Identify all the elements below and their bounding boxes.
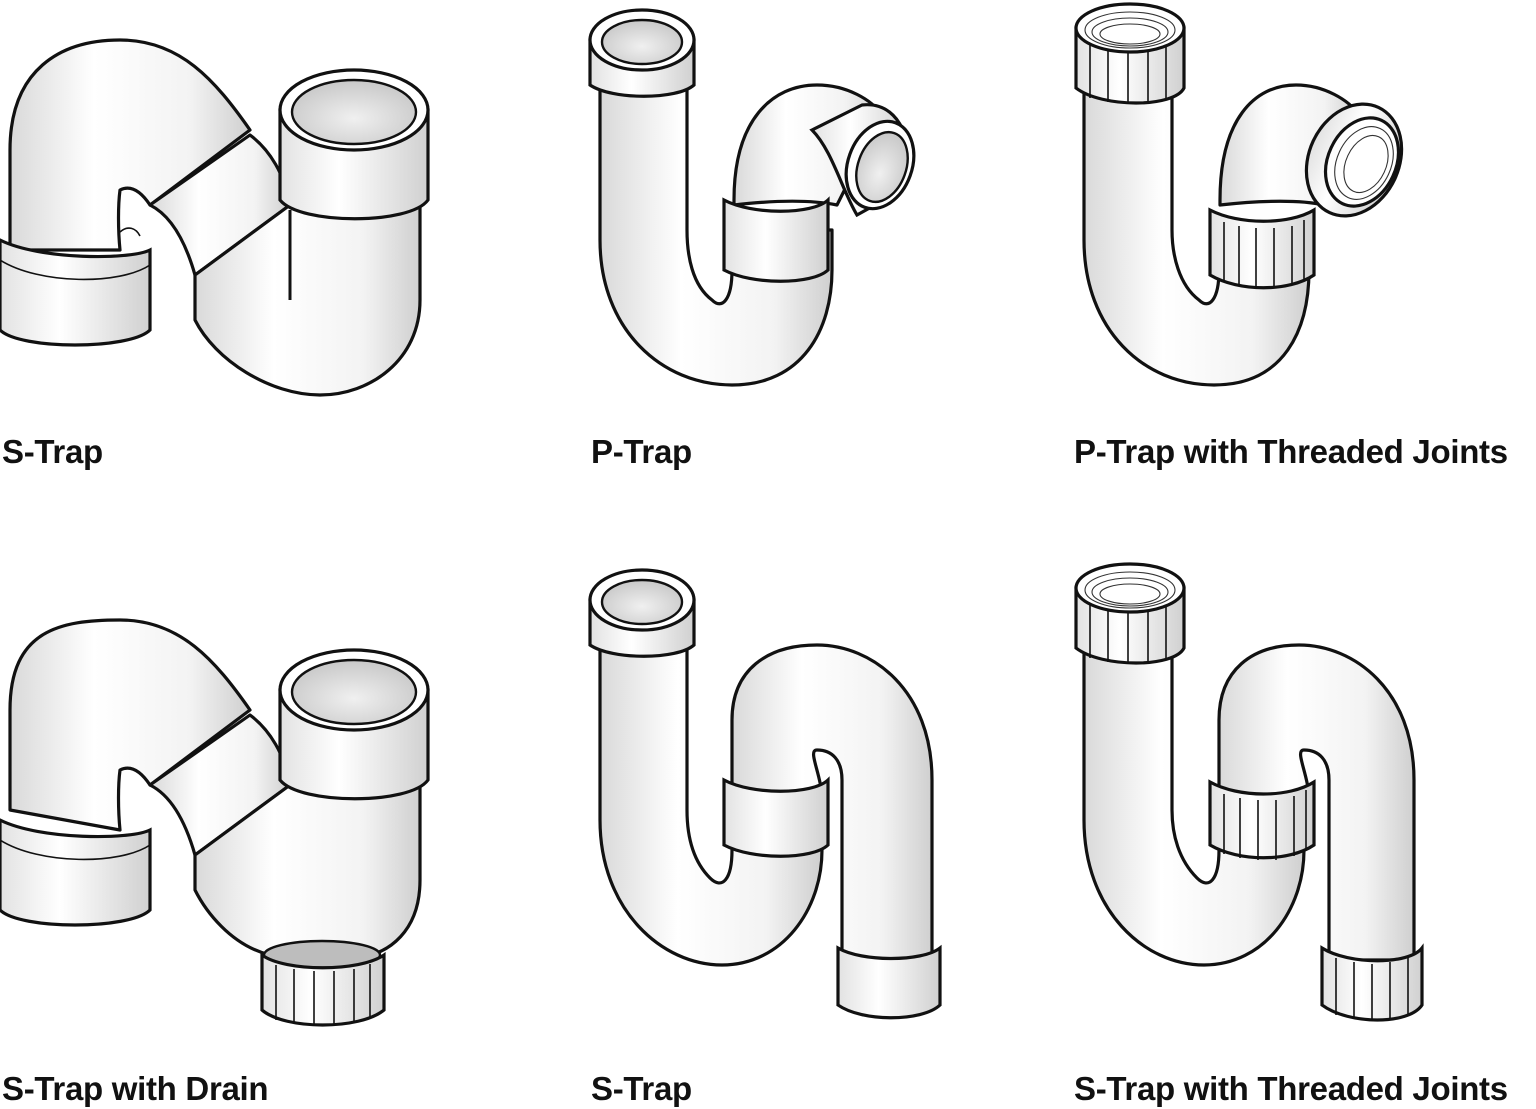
caption-s-trap-2: S-Trap (591, 1070, 692, 1107)
s-trap-drain-illustration (0, 618, 430, 1027)
s-trap-illustration (588, 568, 942, 1020)
threaded-nut-top (1074, 2, 1186, 105)
s-trap-threaded-illustration (1074, 562, 1424, 1022)
diagram-s-trap-threaded: S-Trap with Threaded Joints (1024, 560, 1536, 1109)
caption-s-trap-with-drain: S-Trap with Drain (2, 1070, 269, 1107)
diagram-s-trap-with-drain: S-Trap with Drain (0, 560, 512, 1109)
p-trap-illustration (588, 8, 916, 387)
p-trap-threaded-illustration (1074, 2, 1404, 387)
caption-s-trap-threaded: S-Trap with Threaded Joints (1074, 1070, 1508, 1107)
caption-p-trap-threaded: P-Trap with Threaded Joints (1074, 433, 1508, 470)
drain-nut (260, 939, 386, 1027)
diagram-p-trap-threaded: P-Trap with Threaded Joints (1024, 0, 1536, 480)
diagram-s-trap-elbow: S-Trap (0, 0, 512, 480)
threaded-nut-bottom-s (1320, 943, 1424, 1022)
diagram-p-trap: P-Trap (512, 0, 1024, 480)
threaded-nut-mid (1208, 207, 1316, 290)
threaded-nut-top-s (1074, 562, 1186, 665)
caption-s-trap: S-Trap (2, 433, 103, 470)
threaded-nut-mid-s (1208, 779, 1316, 860)
caption-p-trap: P-Trap (591, 433, 692, 470)
s-trap-elbow-illustration (0, 38, 430, 397)
diagram-s-trap: S-Trap (512, 560, 1024, 1109)
threaded-nut-side (1304, 102, 1404, 218)
